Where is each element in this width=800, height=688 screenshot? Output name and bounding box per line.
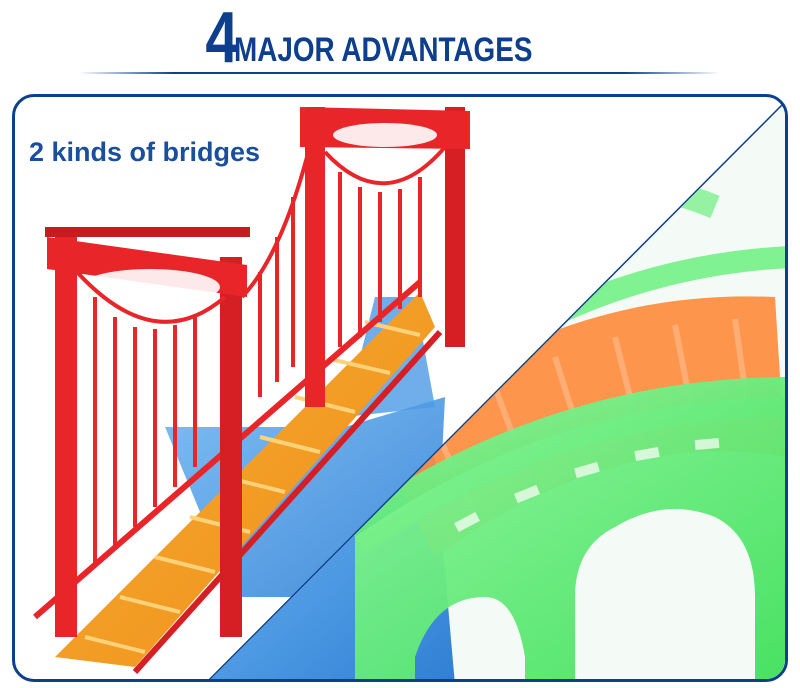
- title-number: 4: [205, 0, 238, 78]
- panel-label: 2 kinds of bridges: [29, 137, 261, 167]
- product-image-panel: 2 kinds of bridges: [12, 94, 788, 682]
- title-text: MAJOR ADVANTAGES: [234, 31, 533, 69]
- suspension-bridge: [33, 107, 470, 675]
- header: 4MAJOR ADVANTAGES: [0, 0, 800, 78]
- title-underline: [78, 72, 720, 74]
- page-title: 4MAJOR ADVANTAGES: [0, 0, 800, 78]
- bridges-illustration: [33, 97, 785, 679]
